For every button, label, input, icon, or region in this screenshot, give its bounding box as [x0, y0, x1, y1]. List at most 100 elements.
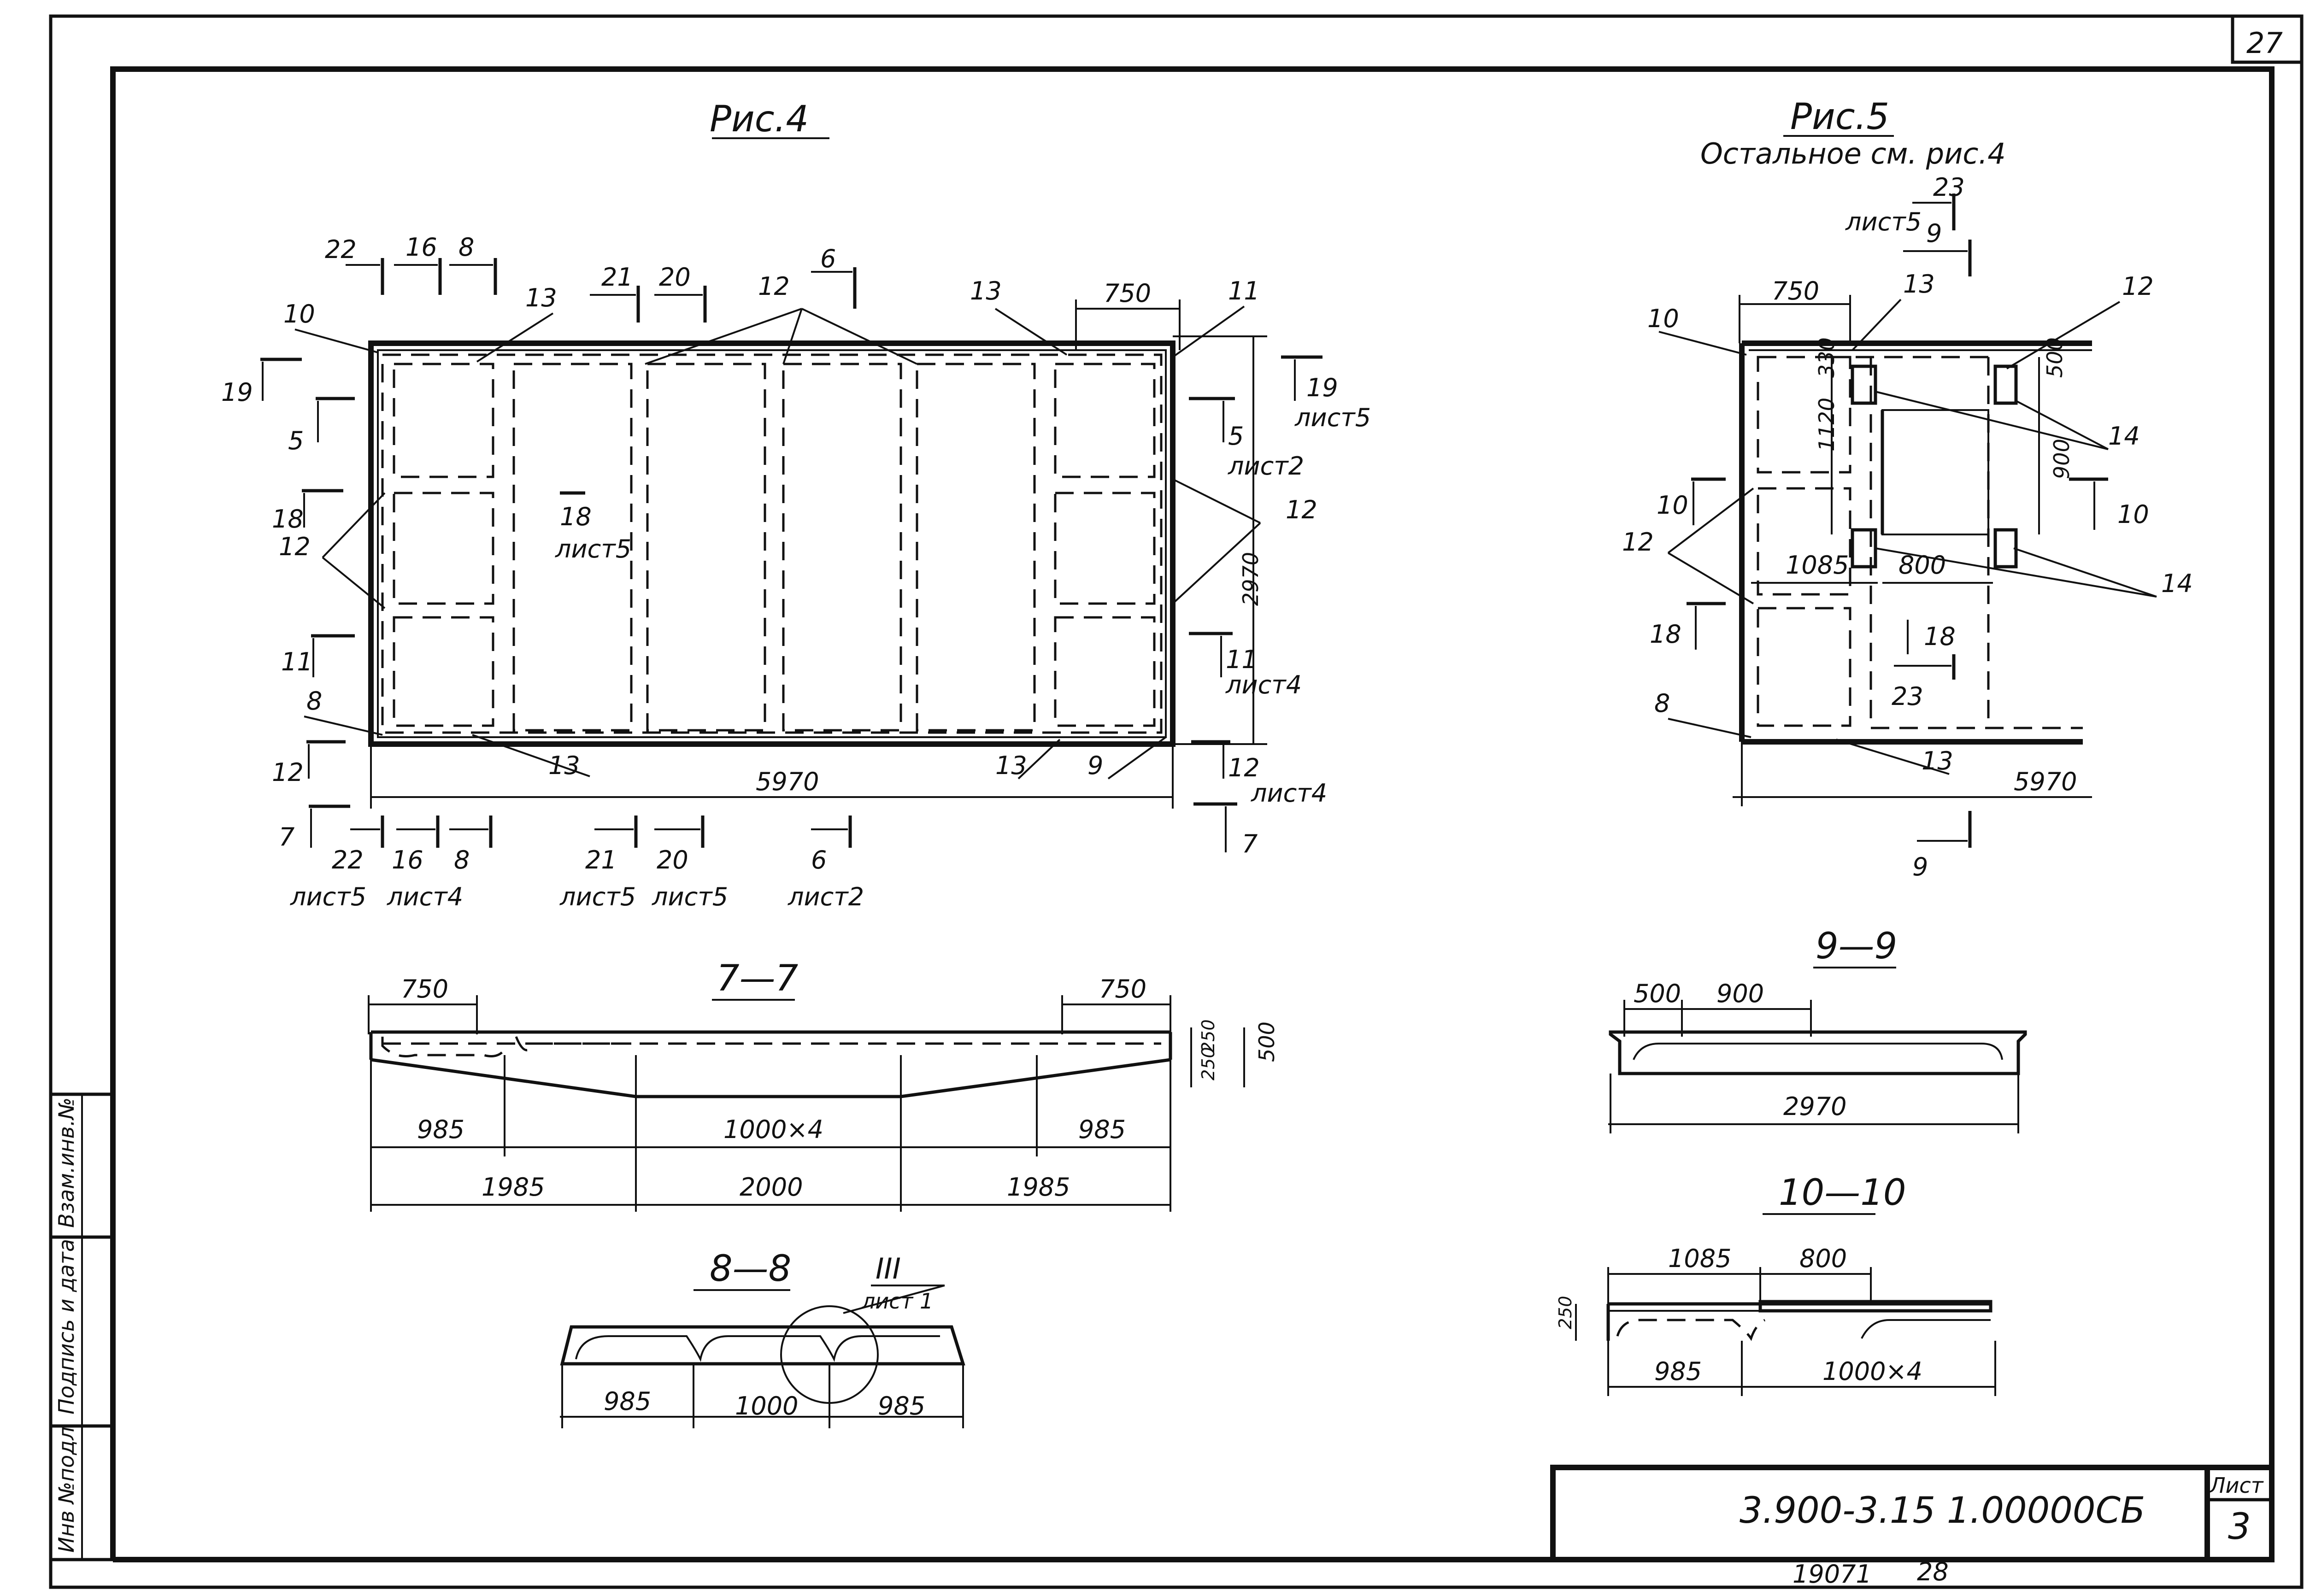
svg-text:лист5: лист5 — [559, 882, 636, 911]
svg-text:800: 800 — [1799, 1244, 1847, 1273]
svg-text:10: 10 — [283, 299, 315, 329]
section-9-9: 9—9 500 900 2970 — [1608, 926, 2027, 1133]
svg-text:18: 18 — [560, 502, 592, 531]
fig5-title: Рис.5 — [1790, 96, 1889, 138]
bottom-number-1: 19071 — [1793, 1560, 1872, 1589]
sec1010-title: 10—10 — [1779, 1172, 1906, 1214]
svg-text:14: 14 — [2161, 569, 2193, 598]
svg-text:13: 13 — [525, 283, 557, 312]
svg-text:12: 12 — [272, 758, 304, 787]
svg-text:1985: 1985 — [1007, 1173, 1070, 1202]
svg-text:8: 8 — [1654, 689, 1670, 718]
fig4-dim-length: 5970 — [756, 767, 819, 796]
svg-text:лист4: лист4 — [1225, 670, 1302, 699]
outer-frame — [49, 14, 2304, 1589]
svg-text:900: 900 — [2049, 439, 2074, 479]
section-7-7: 7—7 750 750 250 250 500 985 1000×4 985 1… — [368, 958, 1279, 1212]
svg-text:750: 750 — [1099, 974, 1146, 1003]
svg-text:12: 12 — [2122, 272, 2154, 301]
svg-text:18: 18 — [272, 505, 304, 534]
svg-text:11: 11 — [1226, 645, 1258, 674]
svg-text:20: 20 — [657, 845, 688, 874]
fig5-plan: Рис.5 Остальное см. рис.4 23 лист5 9 750… — [1622, 96, 2193, 881]
svg-text:6: 6 — [820, 244, 836, 273]
svg-text:23: 23 — [1892, 682, 1923, 711]
svg-text:22: 22 — [332, 845, 364, 874]
fig4-right-markers: 19 лист5 5 лист2 12 11 лист4 12 лист4 7 — [1172, 355, 1371, 858]
svg-text:лист4: лист4 — [1251, 779, 1327, 808]
svg-text:лист5: лист5 — [290, 882, 366, 911]
svg-text:330: 330 — [1814, 337, 1839, 378]
svg-text:20: 20 — [659, 263, 691, 292]
svg-text:лист 1: лист 1 — [861, 1289, 933, 1314]
svg-text:5970: 5970 — [2014, 767, 2077, 796]
svg-text:12: 12 — [758, 272, 790, 301]
svg-text:1000: 1000 — [735, 1391, 798, 1420]
svg-text:21: 21 — [585, 845, 617, 874]
fig5-subtitle: Остальное см. рис.4 — [1700, 137, 2006, 170]
corner-page-box — [2231, 14, 2304, 64]
fig4-title: Рис.4 — [710, 99, 809, 140]
svg-text:18: 18 — [1650, 620, 1681, 649]
svg-text:985: 985 — [1654, 1357, 1702, 1386]
svg-text:Лист: Лист — [2209, 1473, 2264, 1498]
fig4-cells — [381, 353, 1163, 734]
svg-text:21: 21 — [601, 263, 633, 292]
svg-text:8: 8 — [454, 845, 470, 874]
svg-text:9: 9 — [1912, 852, 1928, 881]
svg-text:500: 500 — [2042, 337, 2067, 378]
svg-text:12: 12 — [1228, 753, 1260, 782]
svg-text:12: 12 — [1622, 528, 1654, 557]
svg-text:985: 985 — [604, 1387, 651, 1416]
svg-text:лист5: лист5 — [555, 534, 631, 563]
svg-text:250: 250 — [1198, 1047, 1218, 1080]
svg-text:1000×4: 1000×4 — [1822, 1357, 1922, 1386]
svg-text:1085: 1085 — [1786, 551, 1849, 580]
inner-frame — [110, 66, 2275, 1562]
svg-text:5: 5 — [288, 426, 304, 455]
svg-text:1085: 1085 — [1668, 1244, 1731, 1273]
svg-text:500: 500 — [1634, 979, 1681, 1008]
svg-text:6: 6 — [811, 845, 827, 874]
side-stamp: Инв №подл Подпись и дата Взам.инв.№ — [49, 1092, 115, 1561]
svg-text:750: 750 — [401, 974, 448, 1003]
fig4-top-markers: 22 16 8 21 20 6 12 13 13 11 10 — [283, 233, 1260, 365]
svg-text:лист2: лист2 — [1228, 452, 1304, 481]
svg-text:12: 12 — [279, 532, 311, 561]
corner-page-number: 27 — [2246, 26, 2283, 60]
svg-text:лист5: лист5 — [1294, 403, 1371, 432]
fig4-bottom-markers: 22 16 8 лист5 лист4 21 20 лист5 лист5 6 … — [290, 816, 864, 911]
sec88-title: 8—8 — [710, 1248, 791, 1290]
svg-text:19: 19 — [221, 378, 253, 407]
svg-text:900: 900 — [1716, 979, 1764, 1008]
section-8-8: 8—8 III лист 1 985 1000 985 — [560, 1248, 965, 1428]
svg-text:10: 10 — [1657, 491, 1688, 520]
svg-text:2000: 2000 — [740, 1173, 803, 1202]
svg-text:22: 22 — [325, 235, 357, 264]
svg-text:9: 9 — [1926, 219, 1942, 248]
svg-text:1000×4: 1000×4 — [723, 1115, 823, 1144]
fig4-plan: Рис.4 5970 2970 750 — [221, 99, 1371, 911]
svg-text:5: 5 — [1228, 422, 1244, 451]
svg-text:19: 19 — [1306, 373, 1338, 402]
bottom-number-2: 28 — [1917, 1557, 1949, 1586]
svg-text:Взам.инв.№: Взам.инв.№ — [54, 1097, 79, 1228]
svg-text:7: 7 — [1242, 829, 1258, 858]
svg-text:7: 7 — [279, 822, 294, 851]
svg-text:13: 13 — [970, 276, 1002, 305]
drawing-code: 3.900-3.15 1.00000СБ — [1740, 1490, 2145, 1531]
svg-text:Подпись и дата: Подпись и дата — [54, 1239, 79, 1414]
svg-text:14: 14 — [2108, 422, 2140, 451]
svg-text:800: 800 — [1898, 551, 1946, 580]
svg-text:III: III — [876, 1252, 901, 1285]
sheet-number: 3 — [2228, 1506, 2251, 1548]
svg-text:10: 10 — [2117, 500, 2149, 529]
title-block: 3.900-3.15 1.00000СБ Лист 3 — [1550, 1465, 2275, 1562]
svg-text:13: 13 — [1903, 270, 1935, 299]
svg-text:8: 8 — [306, 687, 322, 716]
svg-text:лист5: лист5 — [1845, 207, 1922, 236]
sec77-title: 7—7 — [717, 958, 798, 999]
svg-text:500: 500 — [1254, 1021, 1279, 1062]
